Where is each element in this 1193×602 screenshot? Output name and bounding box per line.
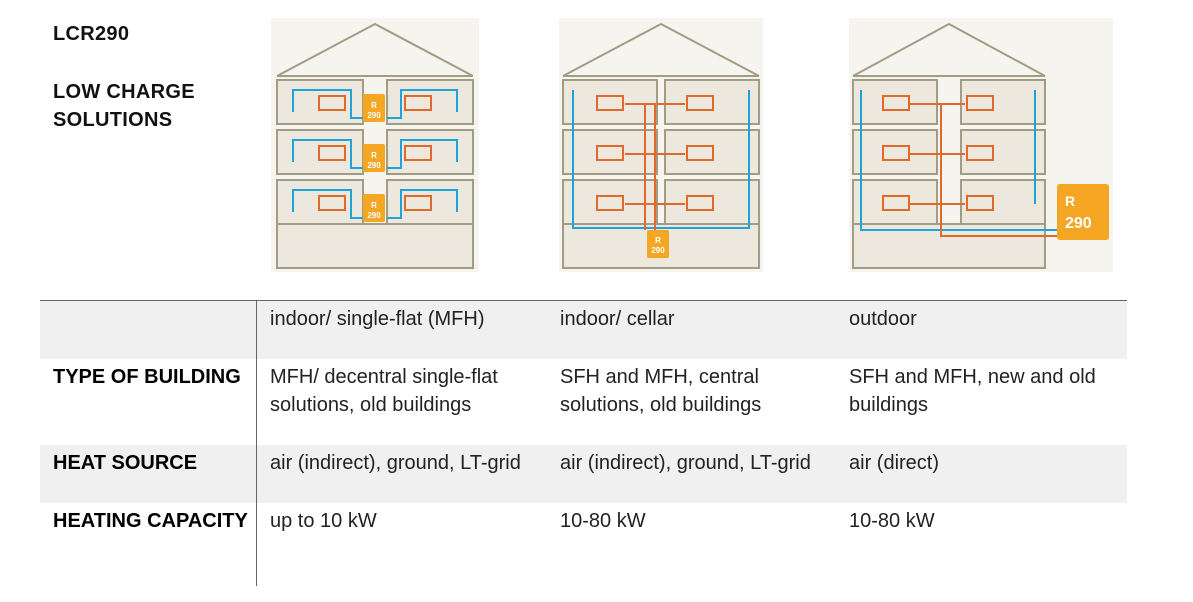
flat-left-3 bbox=[562, 179, 658, 225]
table-cell: up to 10 kW bbox=[270, 510, 377, 532]
flat-left-3 bbox=[852, 179, 938, 225]
table-row: HEATING CAPACITY up to 10 kW 10-80 kW 10… bbox=[40, 503, 1127, 583]
flat-left-1 bbox=[562, 79, 658, 125]
badge-r: R bbox=[655, 236, 661, 245]
badge-r: R bbox=[371, 201, 377, 210]
flat-left-2 bbox=[852, 129, 938, 175]
heat-pump-unit bbox=[647, 230, 669, 258]
radiators bbox=[596, 95, 714, 211]
table-row: indoor/ single-flat (MFH) indoor/ cellar… bbox=[40, 301, 1127, 359]
table-column-divider bbox=[256, 300, 257, 586]
diagram-indoor-single-flat: R 290 R 290 R 290 bbox=[271, 18, 479, 272]
heat-pump-unit-1 bbox=[363, 94, 385, 122]
row-label: HEAT SOURCE bbox=[53, 452, 198, 474]
roof bbox=[852, 22, 1046, 77]
cellar bbox=[276, 223, 474, 269]
flat-left-2 bbox=[562, 129, 658, 175]
badge-num: 290 bbox=[367, 111, 381, 120]
heat-pumps bbox=[363, 94, 385, 222]
table-cell: outdoor bbox=[849, 308, 917, 330]
table-cell: 10-80 kW bbox=[560, 510, 646, 532]
table-cell: MFH/ decentral single-flat solutions, ol… bbox=[270, 366, 498, 416]
outdoor-heat-pump-unit bbox=[1057, 184, 1109, 240]
house-svg: R 290 R 290 R 290 bbox=[271, 18, 479, 272]
row-label: TYPE OF BUILDING bbox=[53, 366, 241, 388]
table-row: TYPE OF BUILDING MFH/ decentral single-f… bbox=[40, 359, 1127, 445]
badge-r: R bbox=[371, 151, 377, 160]
table-cell: indoor/ cellar bbox=[560, 308, 675, 330]
roof bbox=[276, 22, 474, 77]
badge-num: 290 bbox=[651, 246, 665, 255]
badge-num: 290 bbox=[367, 161, 381, 170]
house-svg: R 290 bbox=[559, 18, 763, 272]
diagram-outdoor: R 290 bbox=[849, 18, 1115, 272]
table-row: HEAT SOURCE air (indirect), ground, LT-g… bbox=[40, 445, 1127, 503]
refrigerant-pipes bbox=[909, 103, 1059, 237]
refrigerant-pipes bbox=[625, 103, 685, 230]
heat-pump-unit-3 bbox=[363, 194, 385, 222]
flat-right-3 bbox=[960, 179, 1046, 225]
badge-num: 290 bbox=[367, 211, 381, 220]
house-svg: R 290 bbox=[849, 18, 1113, 272]
page-title: LCR290 bbox=[53, 23, 130, 45]
flat-right-1 bbox=[960, 79, 1046, 125]
table-cell: 10-80 kW bbox=[849, 510, 935, 532]
flat-right-2 bbox=[960, 129, 1046, 175]
table-cell: air (indirect), ground, LT-grid bbox=[560, 452, 811, 474]
badge-num: 290 bbox=[1065, 215, 1092, 232]
page-subtitle: LOW CHARGE SOLUTIONS bbox=[53, 81, 195, 131]
table-top-divider bbox=[40, 300, 1127, 301]
badge-r: R bbox=[371, 101, 377, 110]
table-cell: indoor/ single-flat (MFH) bbox=[270, 308, 485, 330]
flat-left-1 bbox=[852, 79, 938, 125]
heat-pump-unit-2 bbox=[363, 144, 385, 172]
floors bbox=[852, 79, 1046, 269]
badge-r: R bbox=[1065, 193, 1075, 209]
table-cell: SFH and MFH, new and old buildings bbox=[849, 366, 1096, 416]
water-pipes bbox=[572, 90, 750, 229]
row-label: HEATING CAPACITY bbox=[53, 510, 248, 532]
water-pipes bbox=[860, 90, 1059, 231]
table-cell: air (direct) bbox=[849, 452, 940, 474]
diagram-indoor-cellar: R 290 bbox=[559, 18, 763, 272]
table-cell: air (indirect), ground, LT-grid bbox=[270, 452, 521, 474]
cellar bbox=[852, 223, 1046, 269]
floors bbox=[562, 79, 760, 269]
roof bbox=[562, 22, 760, 77]
radiators bbox=[318, 95, 432, 211]
water-pipes bbox=[292, 89, 458, 219]
table-cell: SFH and MFH, central solutions, old buil… bbox=[560, 366, 762, 416]
radiators bbox=[882, 95, 994, 211]
